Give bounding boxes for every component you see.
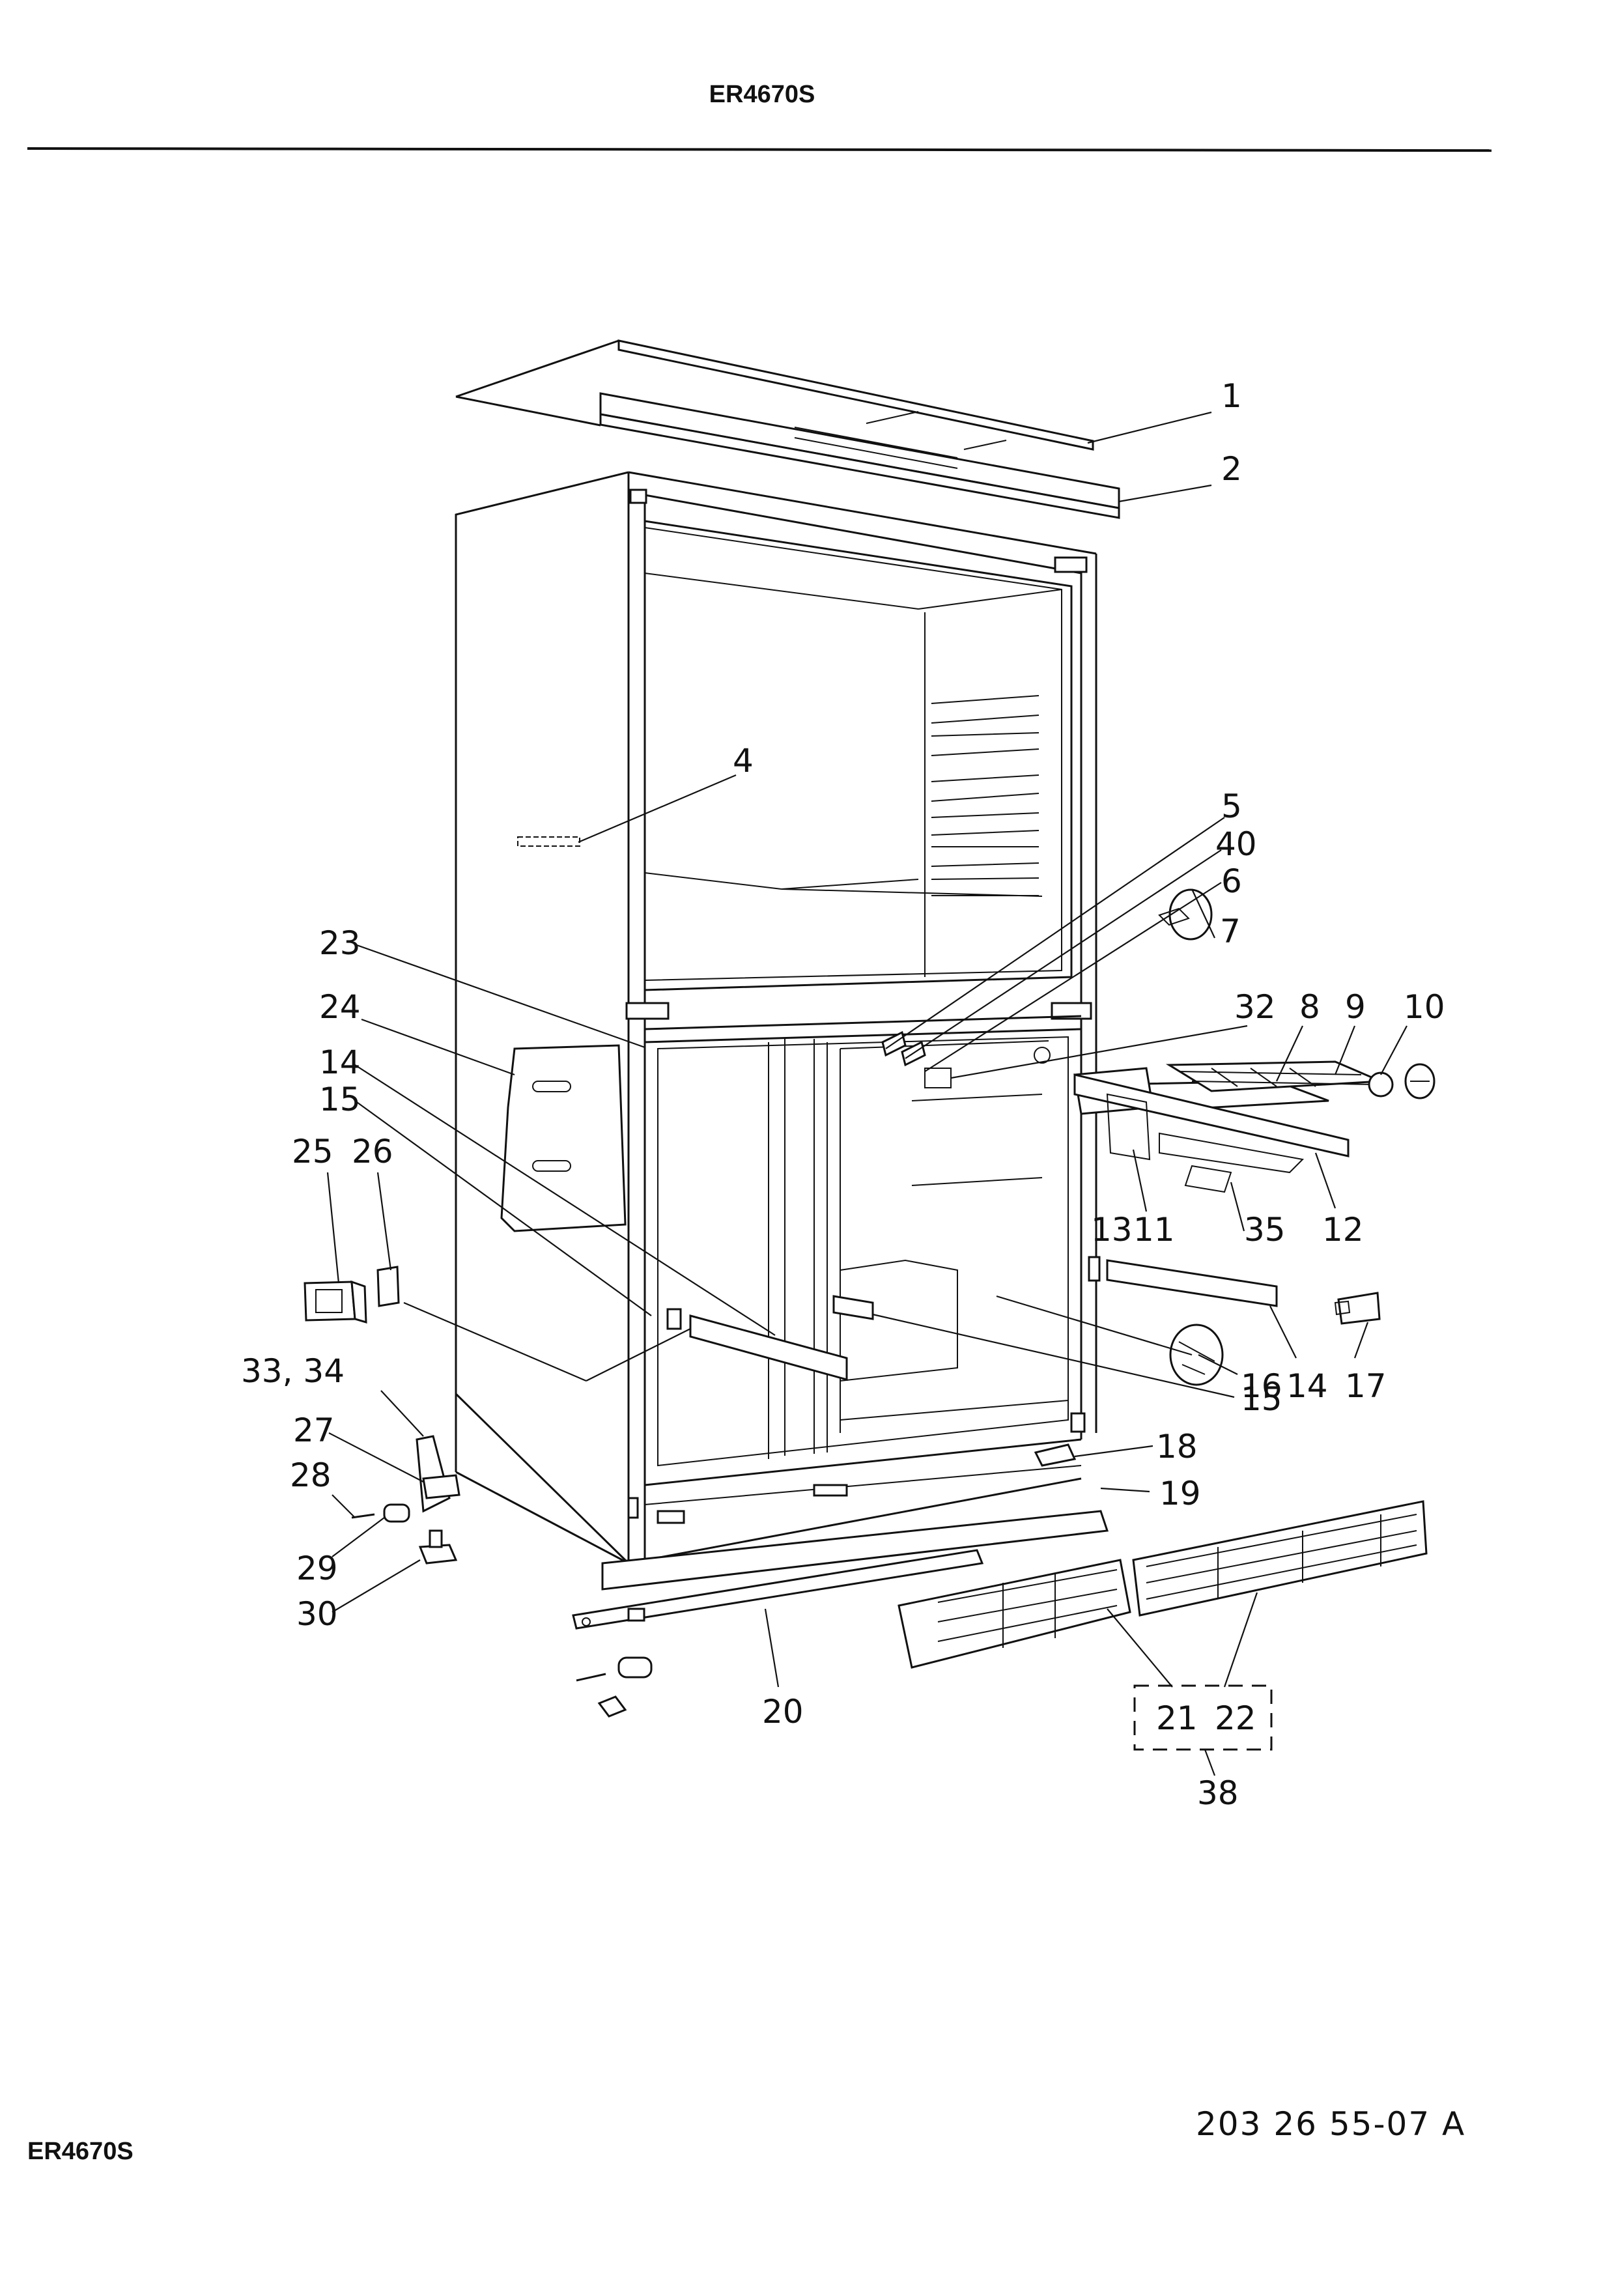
callout-30: 30 [296,1595,338,1633]
callout-38: 38 [1197,1774,1239,1812]
thermostat-knob-part-6 [924,1047,1051,1088]
hinge-bracket-part-18 [1034,1443,1077,1467]
callout-12: 12 [1322,1211,1364,1249]
bottom-rail-part-19 [601,1510,1109,1591]
control-panel-part-2 [455,392,1120,519]
adjustable-foot-part-30 [418,1529,458,1565]
shelf-assembly [1073,1060,1435,1193]
callout-4: 4 [733,742,754,780]
callout-labels: 1 2 4 5 40 6 7 32 8 9 10 23 24 14 15 25 … [241,377,1445,1812]
kickplate-part-22 [1132,1500,1428,1617]
callout-33-34: 33, 34 [241,1352,345,1390]
callout-27: 27 [293,1411,335,1449]
callout-25: 25 [292,1133,333,1170]
drawing-number: 203 26 55-07 A [1196,2105,1466,2143]
callout-1: 1 [1221,377,1242,415]
callout-28: 28 [290,1456,332,1494]
callout-26: 26 [352,1133,393,1170]
callout-5: 5 [1221,787,1242,825]
leader-lines [326,411,1407,1776]
door-stop-part-13 [1088,1256,1101,1282]
bracket-part-17 [1334,1292,1381,1325]
callout-9: 9 [1345,988,1366,1026]
callout-20: 20 [762,1693,804,1731]
callout-13: 13 [1091,1211,1133,1249]
callout-18: 18 [1156,1428,1198,1466]
pin-part-28 [351,1513,375,1519]
callout-15-left: 15 [319,1081,361,1118]
shelf-rail-part-14-right [1106,1259,1278,1307]
model-number-header: ER4670S [709,81,815,108]
top-trim-part-1 [455,339,1094,451]
callout-14-right: 14 [1286,1367,1328,1405]
shelf-rail-part-14-left [666,1308,848,1381]
lower-hinge-part-20 [572,1549,984,1718]
shelf-support-part-15-right [832,1295,874,1320]
model-number-footer: ER4670S [27,2138,134,2165]
callout-40: 40 [1215,825,1257,863]
insulation-panel-part-24 [500,1044,627,1232]
callout-17: 17 [1345,1367,1387,1405]
callout-21: 21 [1156,1699,1198,1737]
callout-35: 35 [1244,1211,1286,1249]
spacer-part-29 [383,1503,410,1523]
callout-2: 2 [1221,450,1242,488]
rating-label-part-4 [517,836,580,847]
callout-14-left: 14 [319,1043,361,1081]
callout-19: 19 [1159,1475,1201,1512]
callout-24: 24 [319,988,361,1026]
switch-plate-part-26 [376,1266,400,1307]
callout-23: 23 [319,924,361,962]
callout-29: 29 [296,1550,338,1587]
callout-16: 16 [1241,1367,1282,1405]
kit-box-part-38 [1133,1684,1273,1751]
light-cover-part-7 [1158,888,1213,941]
callout-6: 6 [1221,862,1242,900]
callout-7: 7 [1220,913,1241,950]
cabinet-body [455,471,1097,1565]
callout-22: 22 [1215,1699,1256,1737]
callout-15-right: 15 [1241,1380,1282,1418]
callout-11: 11 [1133,1211,1175,1249]
foot-bracket-part-27 [416,1435,460,1513]
drain-plug-part-16 [1169,1324,1224,1386]
callout-8: 8 [1299,988,1320,1026]
callout-32: 32 [1234,988,1276,1026]
light-switch-part-25 [304,1280,367,1324]
callout-10: 10 [1404,988,1445,1026]
kickplate-part-21 [898,1559,1131,1669]
